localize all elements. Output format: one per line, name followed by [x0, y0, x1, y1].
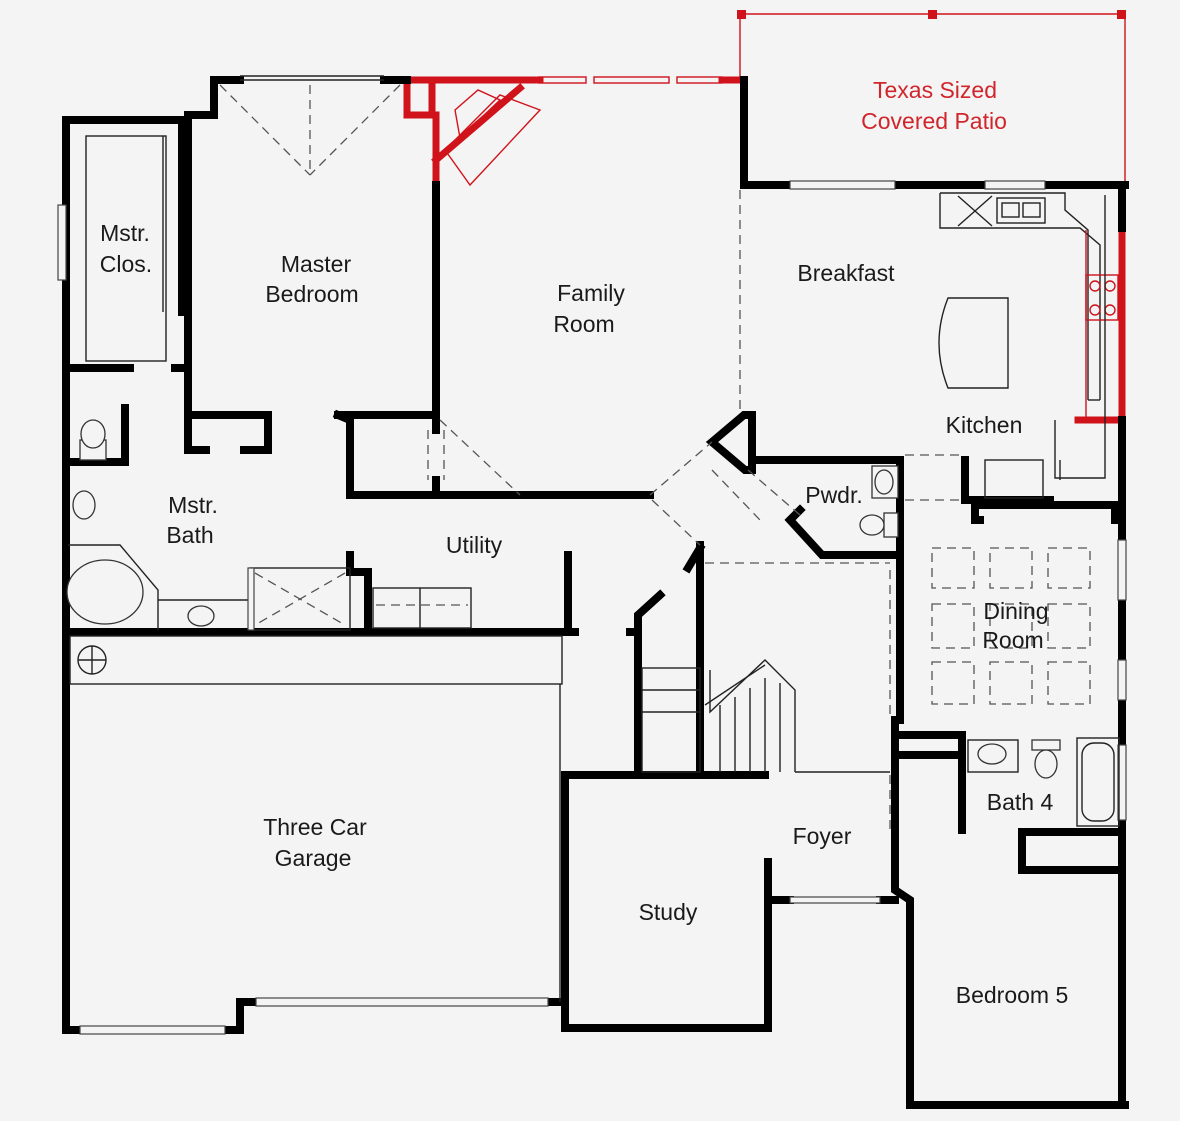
garage-label-line1: Three Car: [263, 814, 367, 840]
interior-walls: [62, 364, 1126, 874]
master-bedroom-label-line2: Bedroom: [265, 281, 358, 307]
patio-label-line2: Covered Patio: [861, 108, 1007, 134]
bedroom-5-label: Bedroom 5: [956, 982, 1069, 1008]
fireplace: [444, 89, 542, 187]
study-label: Study: [639, 899, 698, 925]
utility-label: Utility: [446, 532, 503, 558]
master-closet-label-line2: Clos.: [100, 251, 152, 277]
kitchen-label: Kitchen: [946, 412, 1023, 438]
master-closet-label-line1: Mstr.: [100, 220, 150, 246]
powder-label: Pwdr.: [805, 482, 863, 508]
master-bath-label-line1: Mstr.: [168, 492, 218, 518]
covered-patio: [737, 10, 1126, 185]
family-room-label-line2: Room: [553, 311, 614, 337]
foyer-label: Foyer: [793, 823, 852, 849]
details: [57, 75, 1127, 1035]
exterior-walls: [62, 76, 1129, 1109]
dining-room-label-line2: Room: [982, 627, 1043, 653]
master-bedroom-label-line1: Master: [281, 251, 352, 277]
family-room-label-line1: Family: [557, 280, 625, 306]
dining-room-label-line1: Dining: [983, 598, 1048, 624]
garage-label-line2: Garage: [275, 845, 352, 871]
patio-label-line1: Texas Sized: [873, 77, 997, 103]
room-labels: Texas Sized Covered Patio Mstr. Clos. Ma…: [100, 77, 1068, 1008]
breakfast-label: Breakfast: [797, 260, 895, 286]
highlighted-walls: [403, 76, 1126, 424]
bath-4-label: Bath 4: [987, 789, 1054, 815]
master-bath-label-line2: Bath: [166, 522, 213, 548]
